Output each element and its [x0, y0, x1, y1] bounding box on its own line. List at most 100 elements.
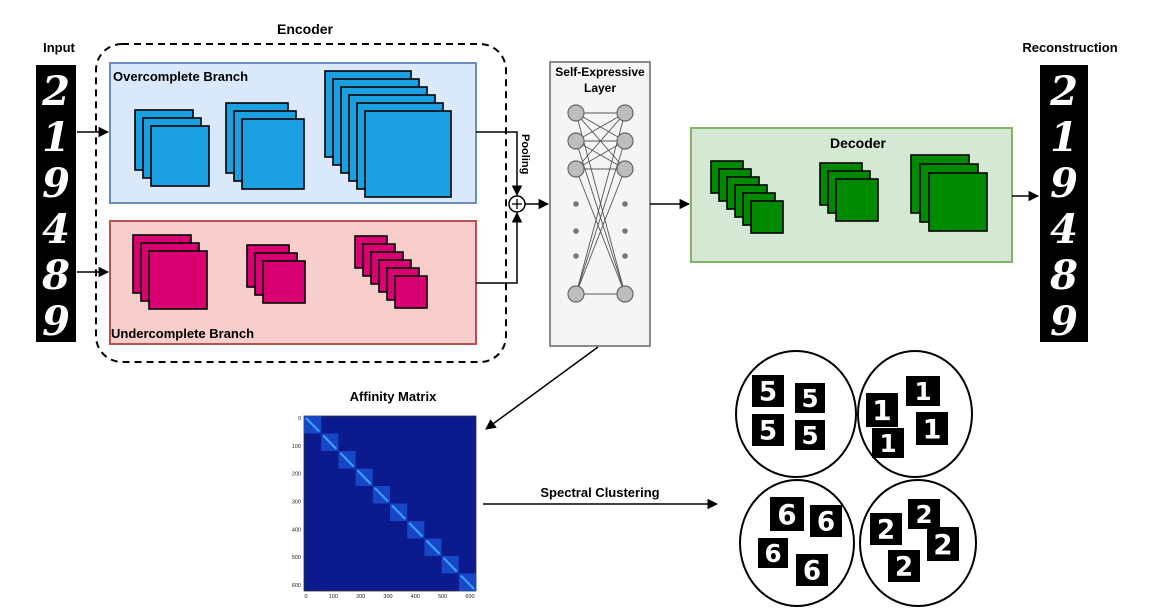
input-digit-column [36, 65, 76, 342]
input-digit: 8 [41, 252, 70, 299]
digit-glyph: 6 [803, 557, 821, 587]
ellipsis-dot [573, 228, 579, 234]
affinity-y-tick: 0 [298, 416, 301, 422]
input-digit: 9 [42, 160, 70, 207]
reconstruction-digit: 4 [1050, 206, 1078, 253]
digit-glyph: 6 [764, 539, 781, 568]
decoder-feature-maps [710, 154, 988, 234]
decoder-stack-2 [819, 162, 879, 222]
digit-tile [795, 420, 825, 450]
affinity-diagonal [442, 557, 458, 573]
output-node [616, 160, 634, 178]
input-digit: 4 [42, 206, 70, 253]
digit-glyph: 6 [777, 498, 796, 531]
decoder-stack-1 [710, 160, 784, 234]
input-node [567, 104, 585, 122]
input-node [567, 160, 585, 178]
digit-tile [770, 497, 804, 531]
network-connection [575, 112, 626, 170]
affinity-y-tick: 100 [292, 444, 301, 450]
undercomplete-feature-maps [132, 234, 428, 310]
overcomplete-to-sum-arrow [476, 131, 523, 197]
affinity-diagonal [322, 434, 338, 450]
digit-glyph: 1 [872, 394, 891, 427]
digit-glyph: 5 [759, 417, 777, 447]
ellipsis-dot [622, 253, 628, 259]
encoder-label: Encoder [277, 21, 334, 37]
affinity-y-tick: 500 [292, 555, 301, 561]
undercomplete-stack-3 [354, 235, 428, 309]
digit-tile [752, 375, 784, 407]
digit-glyph: 5 [801, 384, 818, 413]
self-expressive-layer-box [549, 61, 651, 347]
ellipsis-dot [573, 253, 579, 259]
undercomplete-stack-2-layer [262, 260, 306, 304]
ellipsis-dot [573, 201, 579, 207]
digit-tile [866, 393, 898, 427]
digit-tile [752, 414, 784, 446]
overcomplete-stack-2 [225, 102, 305, 190]
affinity-y-tick: 400 [292, 527, 301, 533]
undercomplete-branch-label: Undercomplete Branch [111, 326, 254, 341]
overcomplete-stack-2-layer [241, 118, 305, 190]
affinity-x-tick: 600 [465, 594, 474, 600]
input-digit: 2 [41, 68, 70, 115]
digit-tile [872, 428, 904, 458]
undercomplete-stack-1-layer [148, 250, 208, 310]
reconstruction-digit: 2 [1049, 68, 1078, 115]
input-digit: 1 [42, 114, 70, 161]
undercomplete-stack-2 [246, 244, 306, 304]
digit-tile [870, 513, 902, 545]
self-expressive-to-affinity-arrow [485, 346, 599, 430]
reconstruction-digit-column [1040, 65, 1088, 342]
reconstruction-digit: 9 [1050, 160, 1078, 207]
digit-tile [888, 550, 920, 582]
input-node [567, 285, 585, 303]
digit-glyph: 5 [759, 378, 777, 408]
decoder-label: Decoder [830, 135, 887, 151]
decoder-stack-1-layer [750, 200, 784, 234]
network-connection [575, 112, 626, 142]
affinity-diagonal [339, 452, 355, 468]
network-connection [575, 140, 626, 170]
ellipsis-dot [622, 201, 628, 207]
affinity-x-tick: 0 [304, 594, 307, 600]
pooling-label: Pooling [519, 134, 531, 174]
digit-glyph: 5 [801, 421, 818, 450]
reconstruction-digit: 8 [1049, 252, 1078, 299]
overcomplete-stack-3 [324, 70, 452, 198]
digit-glyph: 1 [914, 377, 931, 406]
decoder-stack-3-layer [928, 172, 988, 232]
self-expressive-network [567, 104, 634, 303]
reconstruction-digit: 1 [1050, 114, 1078, 161]
undercomplete-to-sum-arrow [476, 211, 523, 284]
digit-tile [810, 505, 842, 537]
affinity-diagonal [305, 417, 320, 433]
digit-glyph: 2 [895, 553, 913, 583]
input-label: Input [43, 40, 75, 55]
digit-glyph: 2 [915, 500, 932, 529]
reconstruction-label: Reconstruction [1022, 40, 1117, 55]
affinity-x-tick: 200 [356, 594, 365, 600]
undercomplete-stack-3-layer [394, 275, 428, 309]
digit-tile [796, 554, 828, 586]
network-connection [575, 168, 626, 295]
overcomplete-stack-1 [134, 109, 210, 187]
affinity-matrix-label: Affinity Matrix [350, 389, 437, 404]
output-node [616, 104, 634, 122]
digit-tile [927, 527, 959, 561]
digit-glyph: 2 [933, 528, 952, 561]
digit-glyph: 1 [879, 429, 896, 458]
overcomplete-branch-label: Overcomplete Branch [113, 69, 248, 84]
self-expressive-label-line2: Layer [584, 81, 616, 95]
overcomplete-stack-1-layer [150, 125, 210, 187]
affinity-y-tick: 600 [292, 583, 301, 589]
output-node [616, 132, 634, 150]
decoder-stack-2-layer [835, 178, 879, 222]
